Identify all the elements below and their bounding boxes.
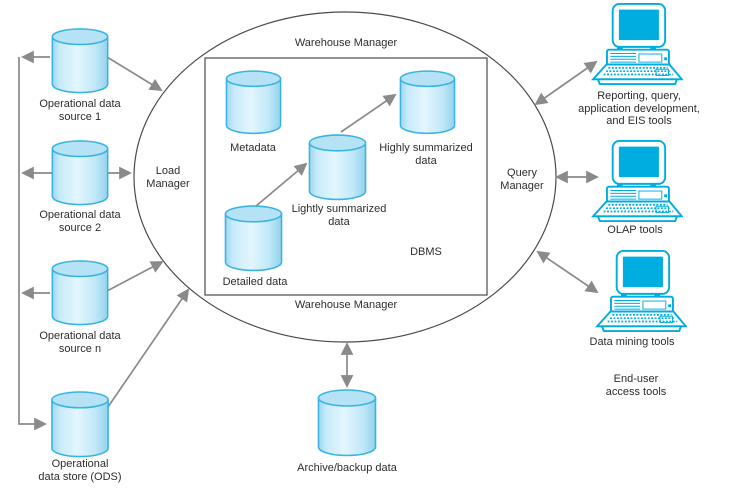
cylinder-detailed-data	[224, 205, 283, 272]
reporting-tools-label: Reporting, query, application developmen…	[578, 90, 700, 127]
end-user-access-tools-label: End-user access tools	[605, 373, 667, 398]
dbms-box	[204, 57, 488, 296]
arrow-detailed-to-lightly	[255, 162, 308, 207]
detailed-data-label: Detailed data	[222, 276, 288, 288]
arrow-warehouse-datamining	[536, 250, 599, 294]
data-mining-tools-label: Data mining tools	[589, 336, 675, 348]
cylinder-source1	[51, 28, 109, 94]
arrow-ods-to-warehouse	[107, 288, 190, 408]
cylinder-metadata	[225, 70, 282, 135]
cylinder-archive-backup	[317, 389, 377, 457]
arrow-warehouse-reporting	[534, 60, 598, 106]
computer-icon-reporting-tools	[592, 3, 683, 85]
highly-summarized-label: Highly summarized data	[379, 142, 473, 167]
source1-label: Operational data source 1	[39, 98, 121, 123]
cylinder-source2	[51, 140, 109, 206]
source2-label: Operational data source 2	[39, 209, 121, 234]
arrow-sourcen-to-warehouse	[106, 261, 164, 292]
olap-tools-label: OLAP tools	[607, 224, 663, 236]
query-manager-label: Query Manager	[500, 167, 544, 192]
arrow-sources-to-ods-line	[18, 57, 47, 431]
computer-icon-data-mining-tools	[596, 250, 687, 332]
metadata-label: Metadata	[230, 142, 276, 154]
cylinder-lightly-summarized	[308, 134, 367, 201]
archive-backup-label: Archive/backup data	[297, 462, 397, 474]
load-manager-label: Load Manager	[146, 165, 190, 190]
cylinder-sourcen	[51, 260, 109, 326]
arrow-source1-to-warehouse	[106, 56, 163, 91]
warehouse-manager-bottom-label: Warehouse Manager	[294, 299, 398, 311]
arrow-lightly-to-highly	[340, 93, 397, 133]
dbms-label: DBMS	[410, 246, 442, 258]
cylinder-ods	[51, 391, 109, 458]
lightly-summarized-label: Lightly summarized data	[291, 203, 387, 228]
ods-label: Operational data store (ODS)	[38, 458, 122, 483]
sourcen-label: Operational data source n	[39, 330, 121, 355]
computer-icon-olap-tools	[592, 140, 683, 222]
warehouse-manager-top-label: Warehouse Manager	[294, 37, 398, 49]
cylinder-highly-summarized	[399, 70, 456, 135]
